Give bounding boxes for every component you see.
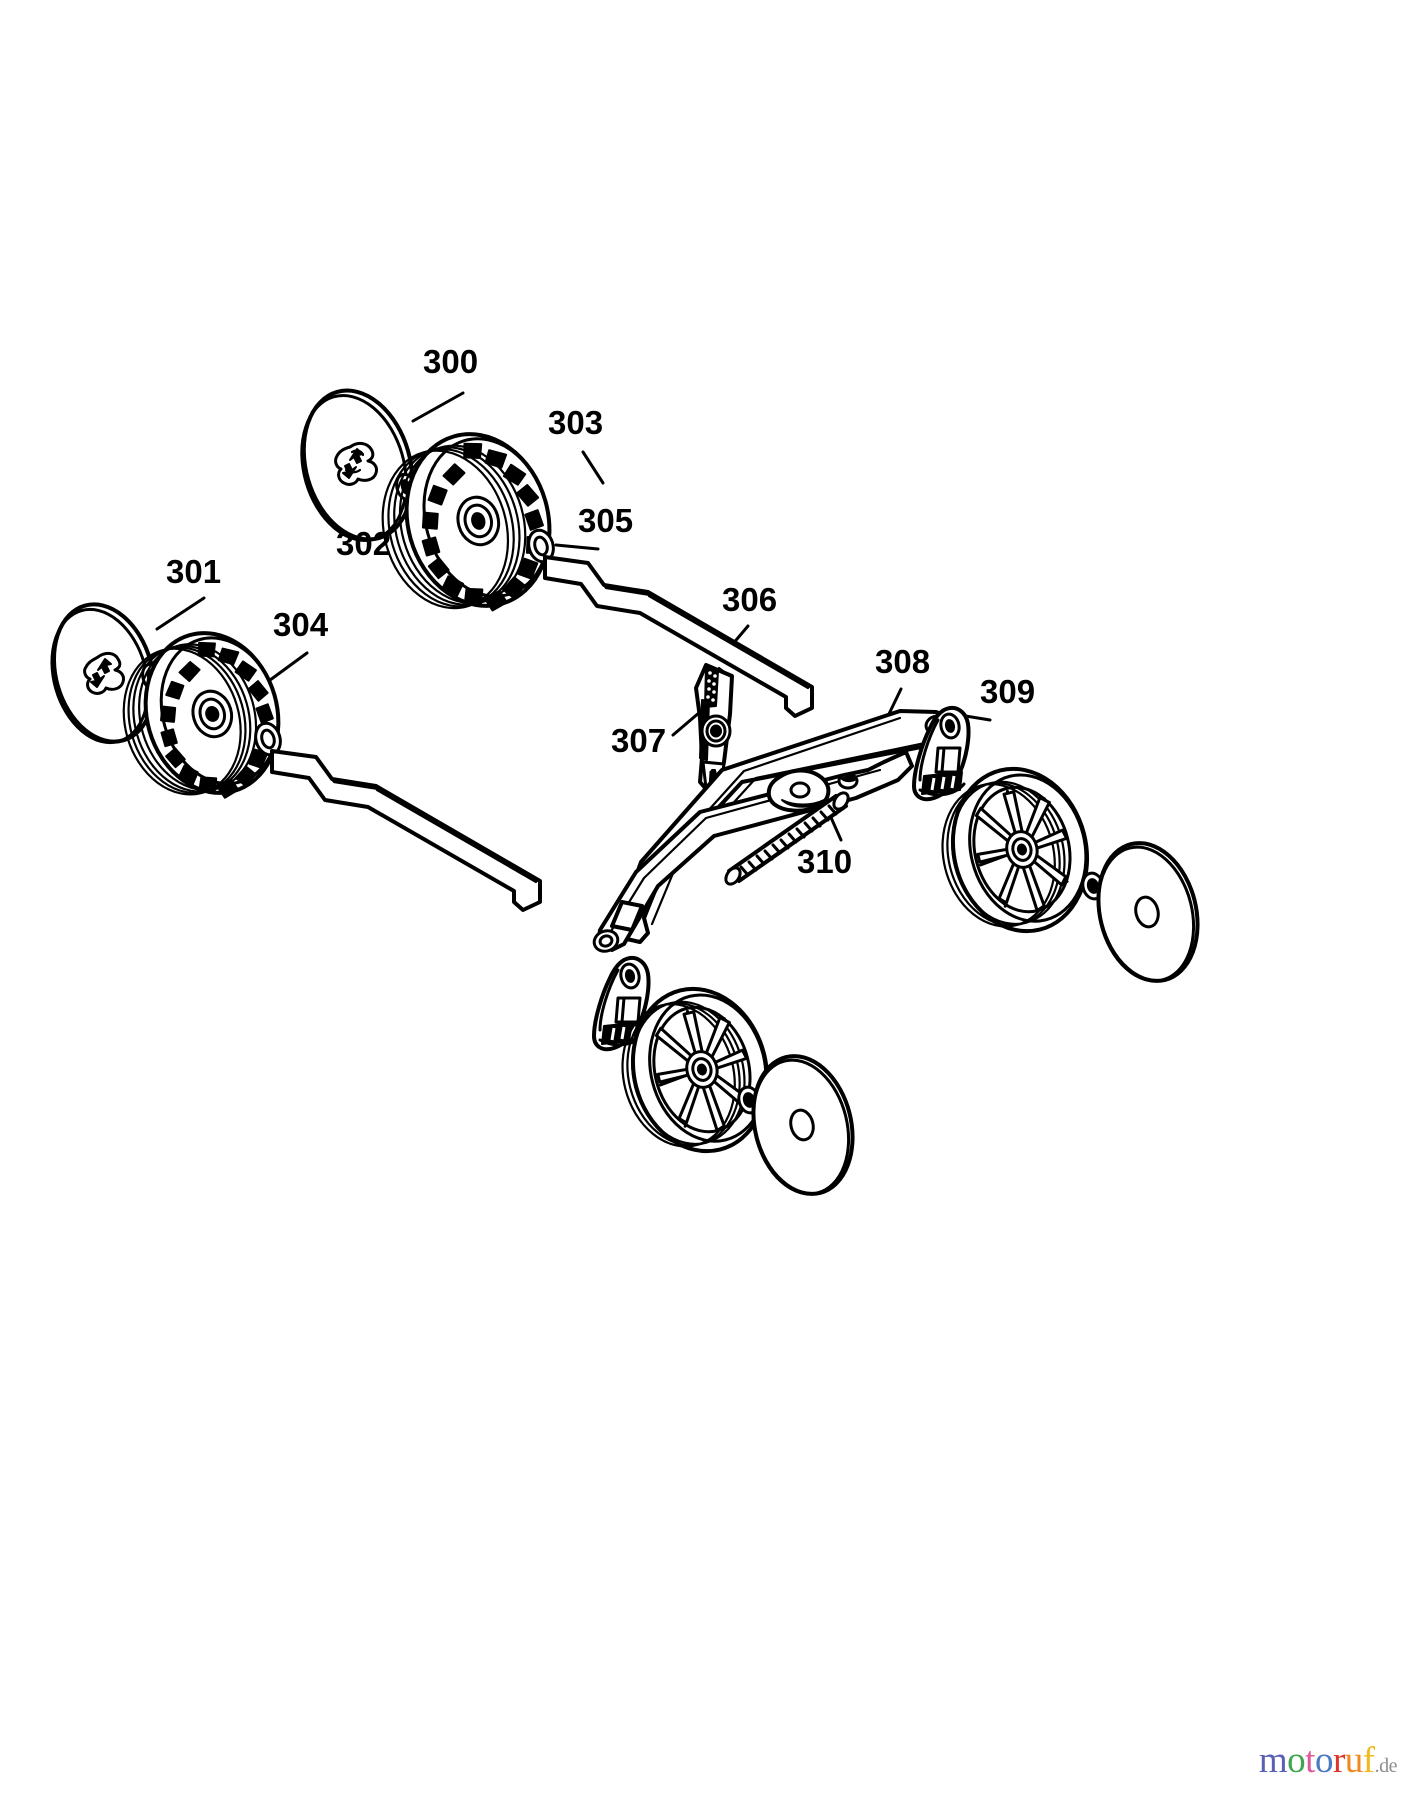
part-wheel-lower xyxy=(621,986,770,1154)
callout-label-308: 308 xyxy=(875,643,931,680)
part-303-wheel xyxy=(381,432,552,612)
motoruf-watermark-logo: motoruf.de xyxy=(1258,1739,1398,1782)
callout-label-302: 302 xyxy=(336,525,392,562)
callout-label-301: 301 xyxy=(166,553,222,590)
watermark-letter-o2: o xyxy=(1314,1740,1334,1781)
part-hub-cap-disc-lower xyxy=(751,1054,855,1196)
callout-label-303: 303 xyxy=(548,404,604,441)
watermark-letter-r: r xyxy=(1332,1740,1345,1781)
watermark-letter-m: m xyxy=(1258,1740,1288,1781)
part-305-washer xyxy=(527,528,555,564)
watermark-letter-o1: o xyxy=(1287,1740,1306,1781)
watermark-letter-t: t xyxy=(1305,1740,1315,1781)
part-300-hub-cap-disc xyxy=(300,388,415,542)
watermark-letter-u: u xyxy=(1344,1740,1364,1781)
callout-label-307: 307 xyxy=(611,722,667,759)
part-hub-cap-disc-upper-right xyxy=(1096,841,1200,983)
watermark-letter-f: f xyxy=(1362,1740,1375,1781)
callout-label-306: 306 xyxy=(722,581,778,618)
leader-lines xyxy=(155,391,992,842)
callout-label-305: 305 xyxy=(578,502,634,539)
callout-label-310: 310 xyxy=(797,843,853,880)
callout-label-304: 304 xyxy=(273,606,329,643)
part-304-wheel xyxy=(122,631,281,799)
part-306-axle-rod xyxy=(543,555,814,718)
part-310-spring-shaft xyxy=(724,791,850,886)
callout-label-309: 309 xyxy=(980,673,1036,710)
part-309-wheel-bracket xyxy=(912,705,971,802)
part-306-axle-rod-left xyxy=(270,749,542,912)
part-wheel-upper-right xyxy=(941,766,1090,934)
watermark-tld: .de xyxy=(1374,1755,1398,1777)
callout-label-300: 300 xyxy=(423,343,479,380)
